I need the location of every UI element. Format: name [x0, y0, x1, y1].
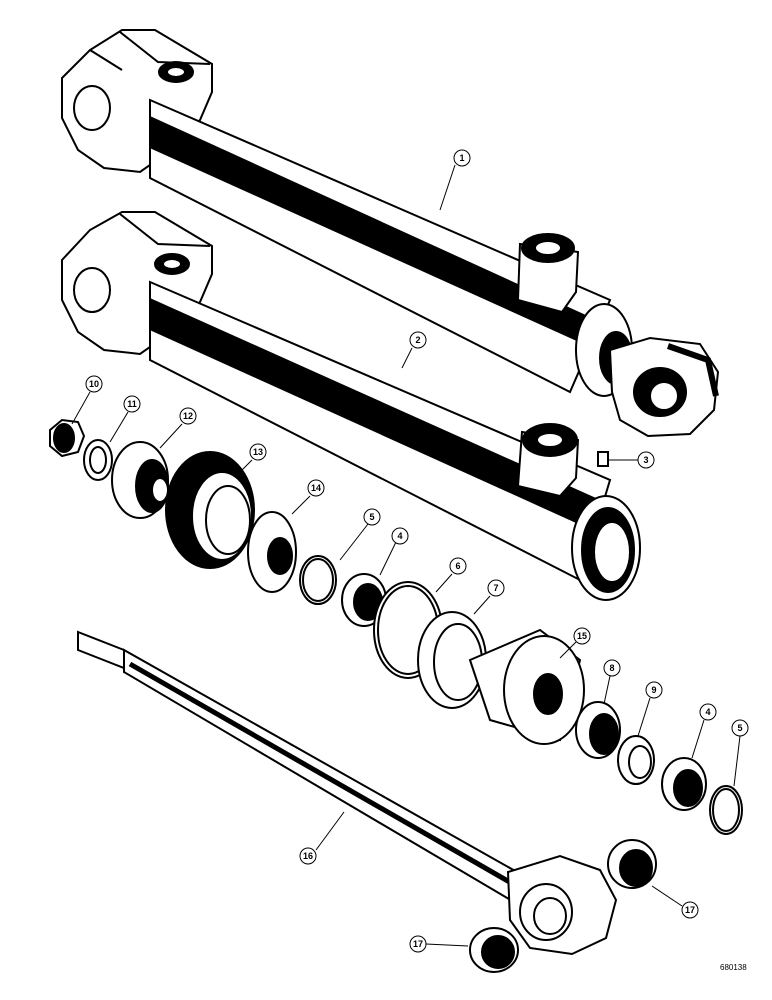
- callout-11: 11: [109, 395, 141, 443]
- callout-6: 6: [435, 557, 467, 593]
- callout-label-5b: 5: [737, 723, 742, 733]
- callout-16: 16: [299, 811, 345, 865]
- callout-1: 1: [439, 149, 471, 211]
- callout-7: 7: [473, 579, 505, 615]
- callout-3: 3: [608, 451, 655, 469]
- callout-label-15: 15: [577, 631, 587, 641]
- callout-label-17a: 17: [413, 939, 423, 949]
- callout-label-4a: 4: [397, 531, 402, 541]
- callout-4a: 4: [379, 527, 409, 576]
- callout-17b: 17: [651, 885, 699, 919]
- callout-9: 9: [637, 681, 663, 737]
- callout-10: 10: [71, 375, 103, 425]
- callout-label-5a: 5: [369, 512, 374, 522]
- callout-label-9: 9: [651, 685, 656, 695]
- callout-label-14: 14: [311, 483, 321, 493]
- callout-label-2: 2: [415, 335, 420, 345]
- callout-label-13: 13: [253, 447, 263, 457]
- callout-label-17b: 17: [685, 905, 695, 915]
- cylinder-tube-drawing: [61, 211, 641, 601]
- callout-label-11: 11: [127, 399, 137, 409]
- callout-label-16: 16: [303, 851, 313, 861]
- figure-code: 680138: [720, 963, 747, 972]
- cylinder-assembly-drawing: [61, 29, 720, 438]
- callout-label-4b: 4: [705, 707, 710, 717]
- callout-label-8: 8: [609, 663, 614, 673]
- callout-label-10: 10: [89, 379, 99, 389]
- callout-17a: 17: [409, 935, 469, 953]
- callout-label-1: 1: [459, 153, 464, 163]
- parts-row-drawing: [49, 418, 743, 835]
- callout-15: 15: [559, 627, 591, 659]
- callouts: 1 2 3 4 5 6 7 8 9 4 5 10 11 12 13 14 15 …: [71, 149, 749, 953]
- callout-label-6: 6: [455, 561, 460, 571]
- callout-5a: 5: [339, 508, 381, 561]
- callout-5b: 5: [731, 719, 749, 787]
- callout-label-12: 12: [183, 411, 193, 421]
- piston-rod-drawing: [77, 451, 657, 973]
- callout-label-7: 7: [493, 583, 498, 593]
- callout-12: 12: [159, 407, 197, 449]
- callout-14: 14: [291, 479, 325, 515]
- callout-4b: 4: [691, 703, 717, 759]
- callout-label-3: 3: [643, 455, 648, 465]
- callout-8: 8: [603, 659, 621, 705]
- callout-13: 13: [237, 443, 267, 475]
- callout-2: 2: [401, 331, 427, 369]
